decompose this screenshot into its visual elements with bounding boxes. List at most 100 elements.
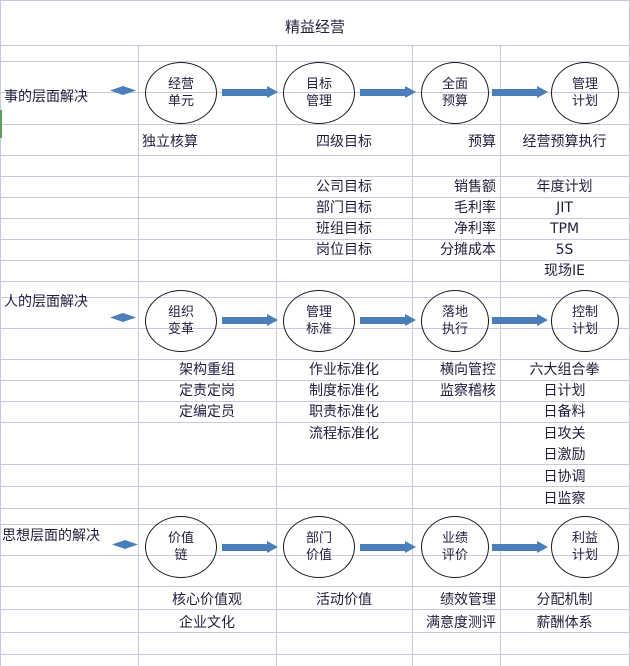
diamond-bullet-icon — [112, 540, 138, 549]
node-line-2: 价值 — [305, 548, 332, 563]
grid-hline — [0, 197, 630, 198]
detail-shi-c3-3: 净利率 — [454, 221, 496, 237]
node-line-1: 部门 — [305, 531, 332, 546]
node-ren-4[interactable]: 控制 计划 — [551, 290, 619, 352]
diamond-bullet-icon — [110, 313, 136, 322]
detail-ren-c1-2: 定编定员 — [179, 404, 235, 420]
grid-vline — [412, 45, 413, 666]
heading-shi-3: 预算 — [468, 134, 496, 150]
node-line-1: 管理 — [571, 77, 598, 92]
grid-hline — [0, 359, 630, 360]
grid-hline — [0, 281, 630, 282]
grid-vline — [500, 45, 501, 666]
node-line-1: 落地 — [441, 305, 468, 320]
row-label-shi: 事的层面解决 — [4, 89, 88, 105]
node-shi-1[interactable]: 经营 单元 — [145, 62, 217, 124]
heading-ren-4: 六大组合拳 — [529, 362, 600, 378]
node-ren-3[interactable]: 落地 执行 — [421, 290, 489, 352]
grid-hline — [0, 486, 630, 487]
grid-vline — [276, 45, 277, 666]
node-line-1: 价值 — [167, 531, 194, 546]
heading-ren-2: 作业标准化 — [309, 362, 379, 378]
detail-shi-c3-4: 分摊成本 — [440, 242, 496, 258]
arrow-sixiang-1 — [222, 541, 278, 553]
grid-hline — [0, 155, 630, 156]
grid-hline — [0, 260, 630, 261]
row-label-sixiang: 思想层面的解决 — [2, 528, 100, 544]
node-line-1: 经营 — [167, 77, 194, 92]
heading-sixiang-2: 活动价值 — [316, 592, 372, 608]
detail-shi-c4-5: 现场IE — [544, 263, 585, 279]
grid-hline — [0, 218, 630, 219]
detail-sixiang-c4-1: 薪酬体系 — [536, 615, 593, 631]
node-line-1: 目标 — [305, 77, 332, 92]
node-sixiang-4[interactable]: 利益 计划 — [551, 516, 619, 578]
arrow-shi-3 — [492, 86, 548, 98]
grid-hline — [0, 609, 630, 610]
detail-shi-c3-2: 毛利率 — [454, 200, 496, 216]
grid-hline — [0, 464, 630, 465]
grid-hline — [0, 380, 630, 381]
detail-shi-c2-4: 岗位目标 — [316, 242, 372, 258]
detail-shi-c4-1: 年度计划 — [536, 179, 593, 195]
arrow-sixiang-2 — [360, 541, 416, 553]
heading-ren-1: 架构重组 — [179, 362, 235, 378]
heading-sixiang-1: 核心价值观 — [172, 592, 242, 608]
node-line-1: 利益 — [571, 531, 598, 546]
grid-hline — [0, 422, 630, 423]
node-shi-3[interactable]: 全面 预算 — [421, 62, 489, 124]
page-title: 精益经营 — [284, 18, 345, 36]
arrow-ren-3 — [492, 314, 548, 326]
grid-hline — [0, 45, 630, 46]
detail-ren-c4-4: 日激励 — [543, 447, 586, 463]
detail-shi-c3-1: 销售额 — [454, 179, 496, 195]
detail-ren-c4-6: 日监察 — [543, 491, 586, 507]
heading-shi-1: 独立核算 — [142, 134, 198, 150]
arrow-ren-2 — [360, 314, 416, 326]
selection-marker — [0, 110, 2, 138]
node-line-1: 全面 — [441, 77, 468, 92]
detail-ren-c1-1: 定责定岗 — [179, 383, 235, 399]
heading-shi-4: 经营预算执行 — [522, 134, 607, 150]
arrow-sixiang-3 — [492, 541, 548, 553]
node-line-1: 管理 — [305, 305, 332, 320]
grid-hline — [0, 654, 630, 655]
node-line-2: 链 — [174, 548, 188, 563]
node-sixiang-3[interactable]: 业绩 评价 — [421, 516, 489, 578]
grid-vline — [0, 0, 1, 666]
detail-ren-c2-2: 职责标准化 — [309, 404, 379, 420]
node-line-2: 评价 — [441, 548, 468, 563]
detail-ren-c4-1: 日计划 — [543, 383, 586, 399]
arrow-shi-2 — [360, 86, 416, 98]
detail-ren-c4-2: 日备料 — [543, 404, 586, 420]
detail-sixiang-c3-1: 满意度测评 — [426, 615, 496, 631]
node-line-2: 计划 — [571, 548, 598, 563]
grid-hline — [0, 0, 630, 1]
detail-shi-c4-4: 5S — [555, 242, 574, 258]
grid-hline — [0, 176, 630, 177]
node-line-2: 管理 — [305, 94, 332, 109]
row-label-ren: 人的层面解决 — [4, 294, 88, 310]
arrow-shi-1 — [222, 86, 278, 98]
node-shi-2[interactable]: 目标 管理 — [283, 62, 355, 124]
node-line-1: 组织 — [167, 305, 194, 320]
node-ren-2[interactable]: 管理 标准 — [283, 290, 355, 352]
grid-hline — [0, 61, 630, 62]
detail-shi-c2-1: 公司目标 — [316, 179, 372, 195]
heading-sixiang-4: 分配机制 — [536, 592, 593, 608]
node-sixiang-1[interactable]: 价值 链 — [145, 516, 217, 578]
detail-ren-c2-1: 制度标准化 — [309, 383, 379, 399]
node-line-2: 计划 — [571, 322, 598, 337]
arrow-ren-1 — [222, 314, 278, 326]
grid-hline — [0, 401, 630, 402]
grid-hline — [0, 239, 630, 240]
node-ren-1[interactable]: 组织 变革 — [145, 290, 217, 352]
detail-shi-c2-2: 部门目标 — [316, 200, 372, 216]
grid-hline — [0, 586, 630, 587]
node-sixiang-2[interactable]: 部门 价值 — [283, 516, 355, 578]
heading-sixiang-3: 绩效管理 — [440, 592, 496, 608]
detail-sixiang-c1-1: 企业文化 — [179, 615, 235, 631]
node-line-1: 控制 — [571, 305, 598, 320]
node-shi-4[interactable]: 管理 计划 — [551, 62, 619, 124]
node-line-2: 变革 — [167, 322, 194, 337]
